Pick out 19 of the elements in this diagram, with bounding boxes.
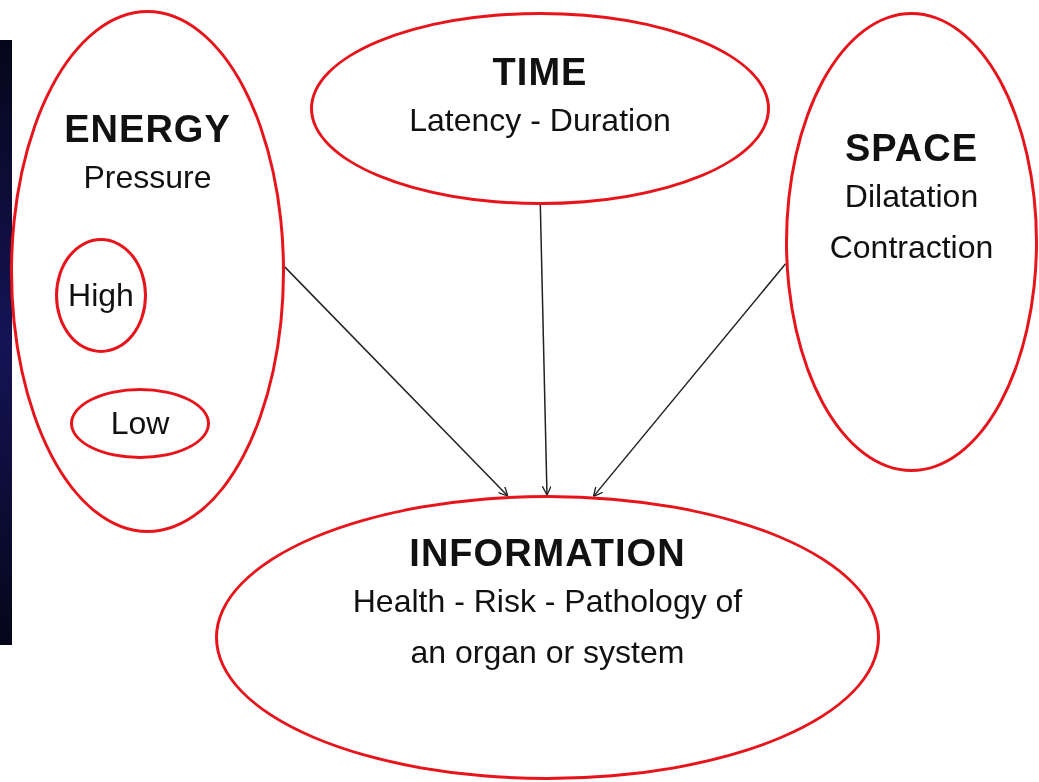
node-text: Pressure [83, 157, 212, 197]
node-text: Latency - Duration [409, 100, 671, 140]
node-label: High [68, 277, 134, 314]
node-heading: SPACE [844, 127, 979, 171]
node-heading: TIME [492, 51, 588, 95]
ellipse-node [70, 388, 210, 459]
ellipse-node [215, 495, 880, 780]
arrow [539, 204, 552, 496]
node-text: Dilatation Contraction [828, 176, 995, 267]
ellipse-node [310, 12, 770, 205]
ellipse-node [10, 10, 285, 533]
arrow [284, 266, 509, 497]
node-heading: ENERGY [64, 108, 231, 152]
node-label: Low [110, 405, 170, 442]
ellipse-node [785, 12, 1038, 472]
arrow [592, 262, 787, 498]
node-heading: INFORMATION [409, 532, 686, 576]
node-text: Health - Risk - Pathology of an organ or system [351, 581, 744, 672]
ellipse-node [55, 238, 147, 353]
